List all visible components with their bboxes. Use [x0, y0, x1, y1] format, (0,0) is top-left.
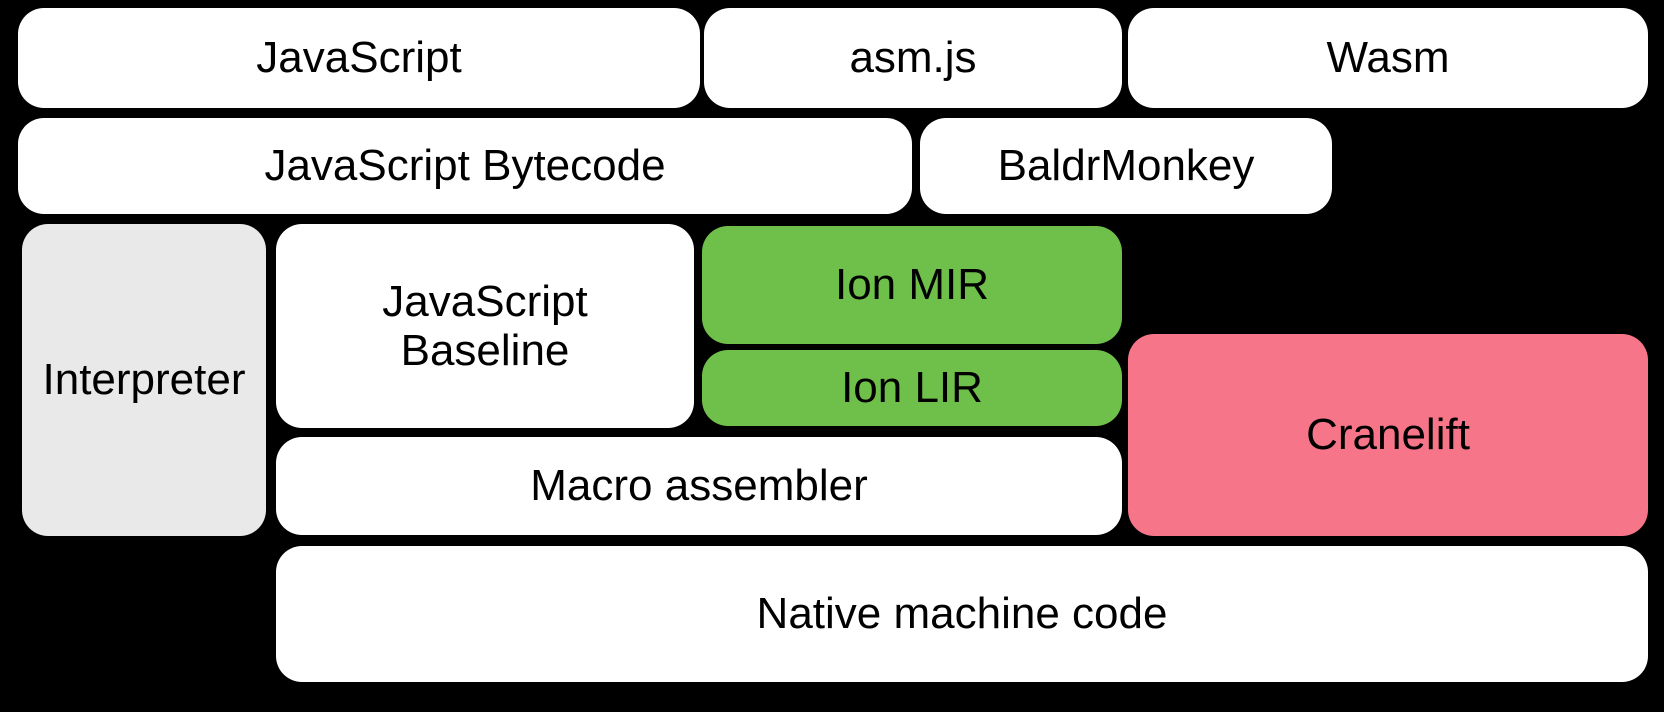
node-label-wasm: Wasm — [1326, 33, 1450, 83]
node-label-cranelift: Cranelift — [1306, 410, 1470, 460]
node-label-asm-js: asm.js — [849, 33, 977, 83]
node-label-macro-assembler: Macro assembler — [530, 461, 868, 511]
node-asm-js: asm.js — [704, 8, 1122, 108]
node-baldrmonkey: BaldrMonkey — [920, 118, 1332, 214]
node-label-javascript: JavaScript — [256, 33, 462, 83]
node-label-native-machine-code: Native machine code — [756, 589, 1168, 639]
node-ion-lir: Ion LIR — [702, 350, 1122, 426]
node-label-javascript-baseline: JavaScript Baseline — [382, 276, 588, 375]
node-label-interpreter: Interpreter — [42, 355, 246, 405]
node-label-baldrmonkey: BaldrMonkey — [997, 141, 1255, 191]
node-javascript-bytecode: JavaScript Bytecode — [18, 118, 912, 214]
node-ion-mir: Ion MIR — [702, 226, 1122, 344]
node-javascript: JavaScript — [18, 8, 700, 108]
node-native-machine-code: Native machine code — [276, 546, 1648, 682]
node-interpreter: Interpreter — [22, 224, 266, 536]
node-label-ion-mir: Ion MIR — [834, 260, 990, 310]
node-cranelift: Cranelift — [1128, 334, 1648, 536]
node-wasm: Wasm — [1128, 8, 1648, 108]
node-macro-assembler: Macro assembler — [276, 437, 1122, 535]
node-label-javascript-bytecode: JavaScript Bytecode — [264, 141, 666, 191]
node-label-ion-lir: Ion LIR — [841, 363, 983, 413]
node-javascript-baseline: JavaScript Baseline — [276, 224, 694, 428]
